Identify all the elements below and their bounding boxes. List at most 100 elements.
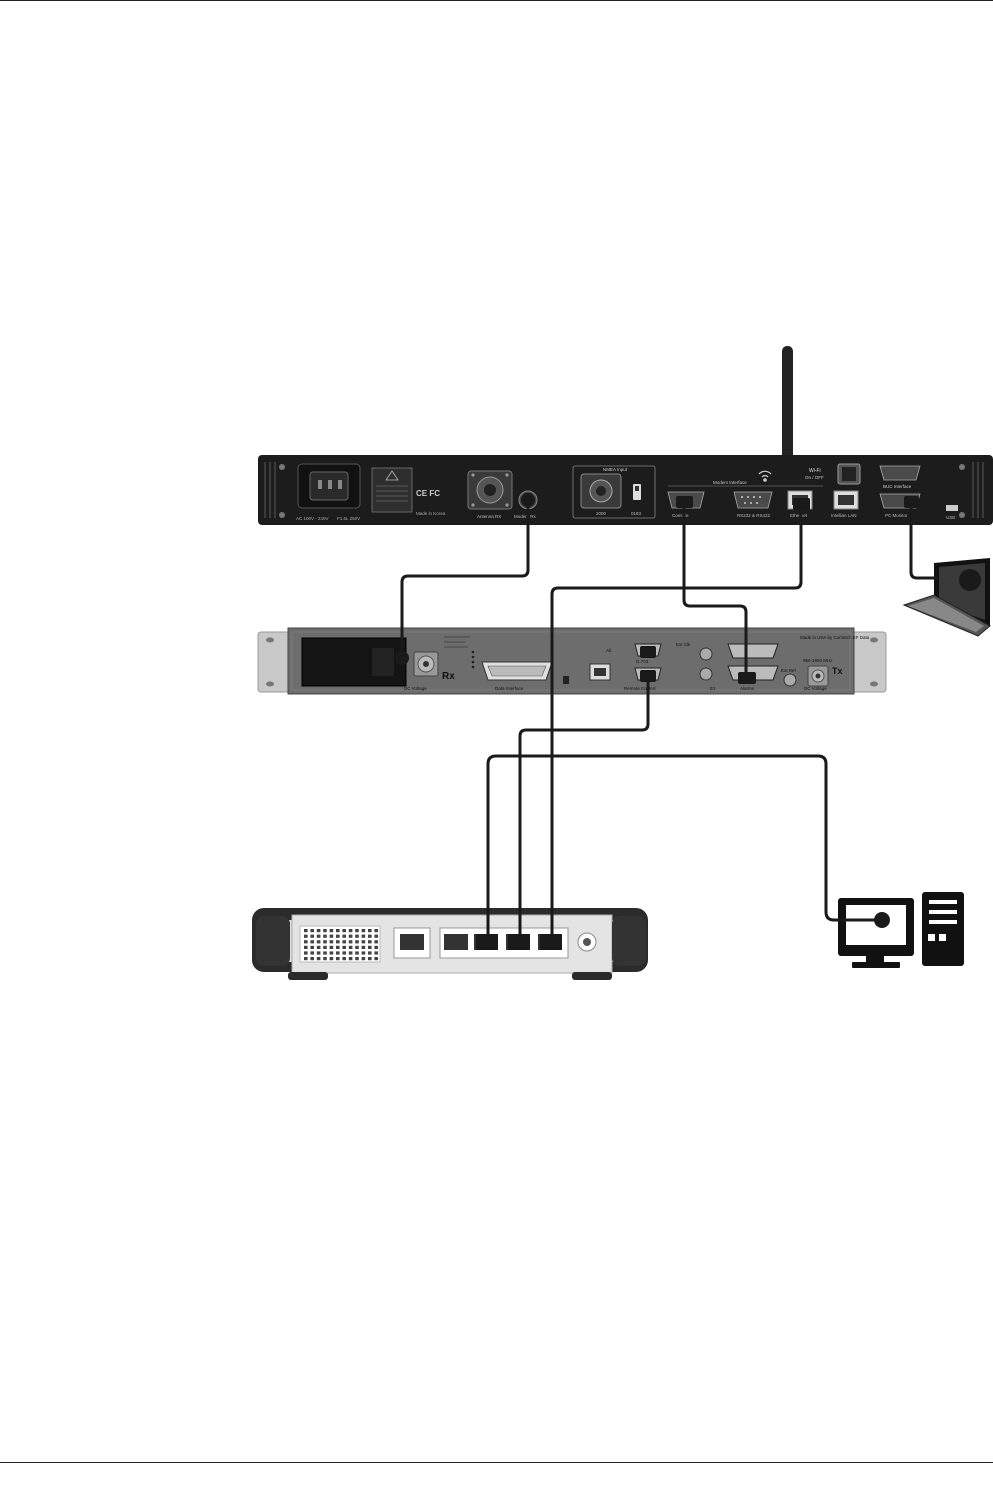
nmea-input-label: NMEA Input (603, 467, 628, 472)
e1-label: E1 (710, 686, 716, 691)
rs232-rs422-label: RS232 & RS422 (737, 513, 771, 518)
modem-alt-label: Alt (606, 648, 612, 653)
alarms-label: Alarms (740, 686, 755, 691)
wifi-onoff-label: On / OFF (805, 475, 824, 480)
nmea-2000-label: 2000 (596, 511, 607, 516)
intellian-lan-label: Intellian LAN (831, 513, 857, 518)
modem-interface-label: Modem Interface (713, 480, 747, 485)
vent-hole (348, 940, 353, 944)
vent-hole (304, 957, 308, 961)
vent-hole (310, 934, 314, 938)
wifi-label: Wi-Fi (809, 468, 821, 474)
vent-hole (348, 951, 353, 955)
vent-hole (342, 934, 346, 938)
e1-connectors (699, 647, 713, 681)
vent-hole (336, 957, 340, 961)
modem-rx-label: Modem Rx (514, 514, 537, 519)
buc-interface-label: BUC Interface (883, 484, 912, 489)
vent-hole (304, 940, 308, 944)
modem-tx-connector (807, 665, 829, 687)
vent-hole (329, 957, 334, 961)
vent-hole (329, 929, 334, 933)
vent-hole (361, 951, 366, 955)
vent-hole (355, 940, 359, 944)
acu-chassis (258, 455, 993, 525)
acu-power-rating: AC 100V - 240V (296, 516, 329, 521)
remote-control-label: Remote Control (624, 686, 656, 691)
bottom-rule (0, 1462, 993, 1463)
modem-rx-label: Rx (442, 671, 455, 682)
vent-hole (329, 945, 334, 949)
cables (400, 498, 938, 944)
nmea-0183-label: 0183 (631, 511, 642, 516)
vent-hole (361, 945, 366, 949)
ext-ref-connector (783, 673, 797, 687)
wifi-toggle-switch (837, 463, 861, 485)
vent-hole (368, 945, 372, 949)
modem-rx-connector (413, 651, 439, 677)
modem-config-switch (563, 676, 569, 684)
top-rule (0, 0, 993, 1)
vent-hole (310, 940, 314, 944)
vent-hole (368, 940, 372, 944)
modem-tx-label: Tx (832, 666, 843, 676)
pc-monitor-label: PC Monitor (885, 513, 908, 518)
vent-hole (355, 945, 359, 949)
modem-power-module (301, 637, 407, 687)
usb-label: USB (946, 515, 955, 520)
vent-hole (374, 945, 378, 949)
vent-hole (336, 934, 340, 938)
vent-hole (355, 929, 359, 933)
vent-hole (355, 951, 359, 955)
vent-hole (368, 934, 372, 938)
acu-power-rating-2: F1.6L 250V (337, 516, 360, 521)
vent-hole (323, 934, 327, 938)
rs232-rs422-port (733, 491, 773, 509)
vent-hole (316, 945, 321, 949)
vent-hole (310, 951, 314, 955)
desktop-computer-icon (838, 892, 964, 968)
modem-status-leds (444, 636, 475, 669)
vent-hole (374, 940, 378, 944)
vent-hole (304, 951, 308, 955)
cable-modem-to-switch (518, 673, 650, 944)
network-switch (252, 908, 648, 980)
nmea-input-panel (572, 465, 656, 519)
vent-hole (336, 951, 340, 955)
ext-clock-label: Ext Clk (676, 642, 691, 647)
antenna-rx-connector (467, 470, 513, 510)
acu-ethernet-label: Ethernet (790, 513, 808, 518)
cable-acu-modemrx-to-modem (400, 498, 530, 660)
g703-label: G.703 (636, 659, 649, 664)
acu-made-in-korea: Made in Korea (416, 511, 446, 516)
acu-warning-label (371, 467, 413, 513)
made-in-usa-label: Made in USA by Comtech EF Data (800, 635, 870, 640)
vent-hole (336, 940, 340, 944)
modem-dc-voltage-right: DC Voltage (804, 686, 827, 691)
vent-hole (374, 957, 378, 961)
cable-plugs (395, 493, 919, 950)
vent-hole (336, 929, 340, 933)
intellian-lan-port (833, 490, 859, 510)
vent-hole (355, 934, 359, 938)
vent-hole (342, 951, 346, 955)
vent-hole (348, 934, 353, 938)
vent-hole (348, 929, 353, 933)
vent-hole (361, 929, 366, 933)
buc-interface-port (879, 465, 921, 481)
usb-port (946, 505, 958, 511)
vent-hole (310, 945, 314, 949)
data-interface-label: Data Interface (495, 686, 524, 691)
vent-hole (361, 957, 366, 961)
vent-hole (342, 940, 346, 944)
switch-port-1 (393, 927, 431, 959)
vent-hole (323, 957, 327, 961)
wifi-signal-icon (758, 470, 772, 482)
vent-hole (368, 957, 372, 961)
vent-hole (355, 957, 359, 961)
vent-hole (316, 934, 321, 938)
vent-hole (304, 934, 308, 938)
modem-alt-port (589, 663, 611, 681)
acu-right-vent (972, 462, 984, 518)
